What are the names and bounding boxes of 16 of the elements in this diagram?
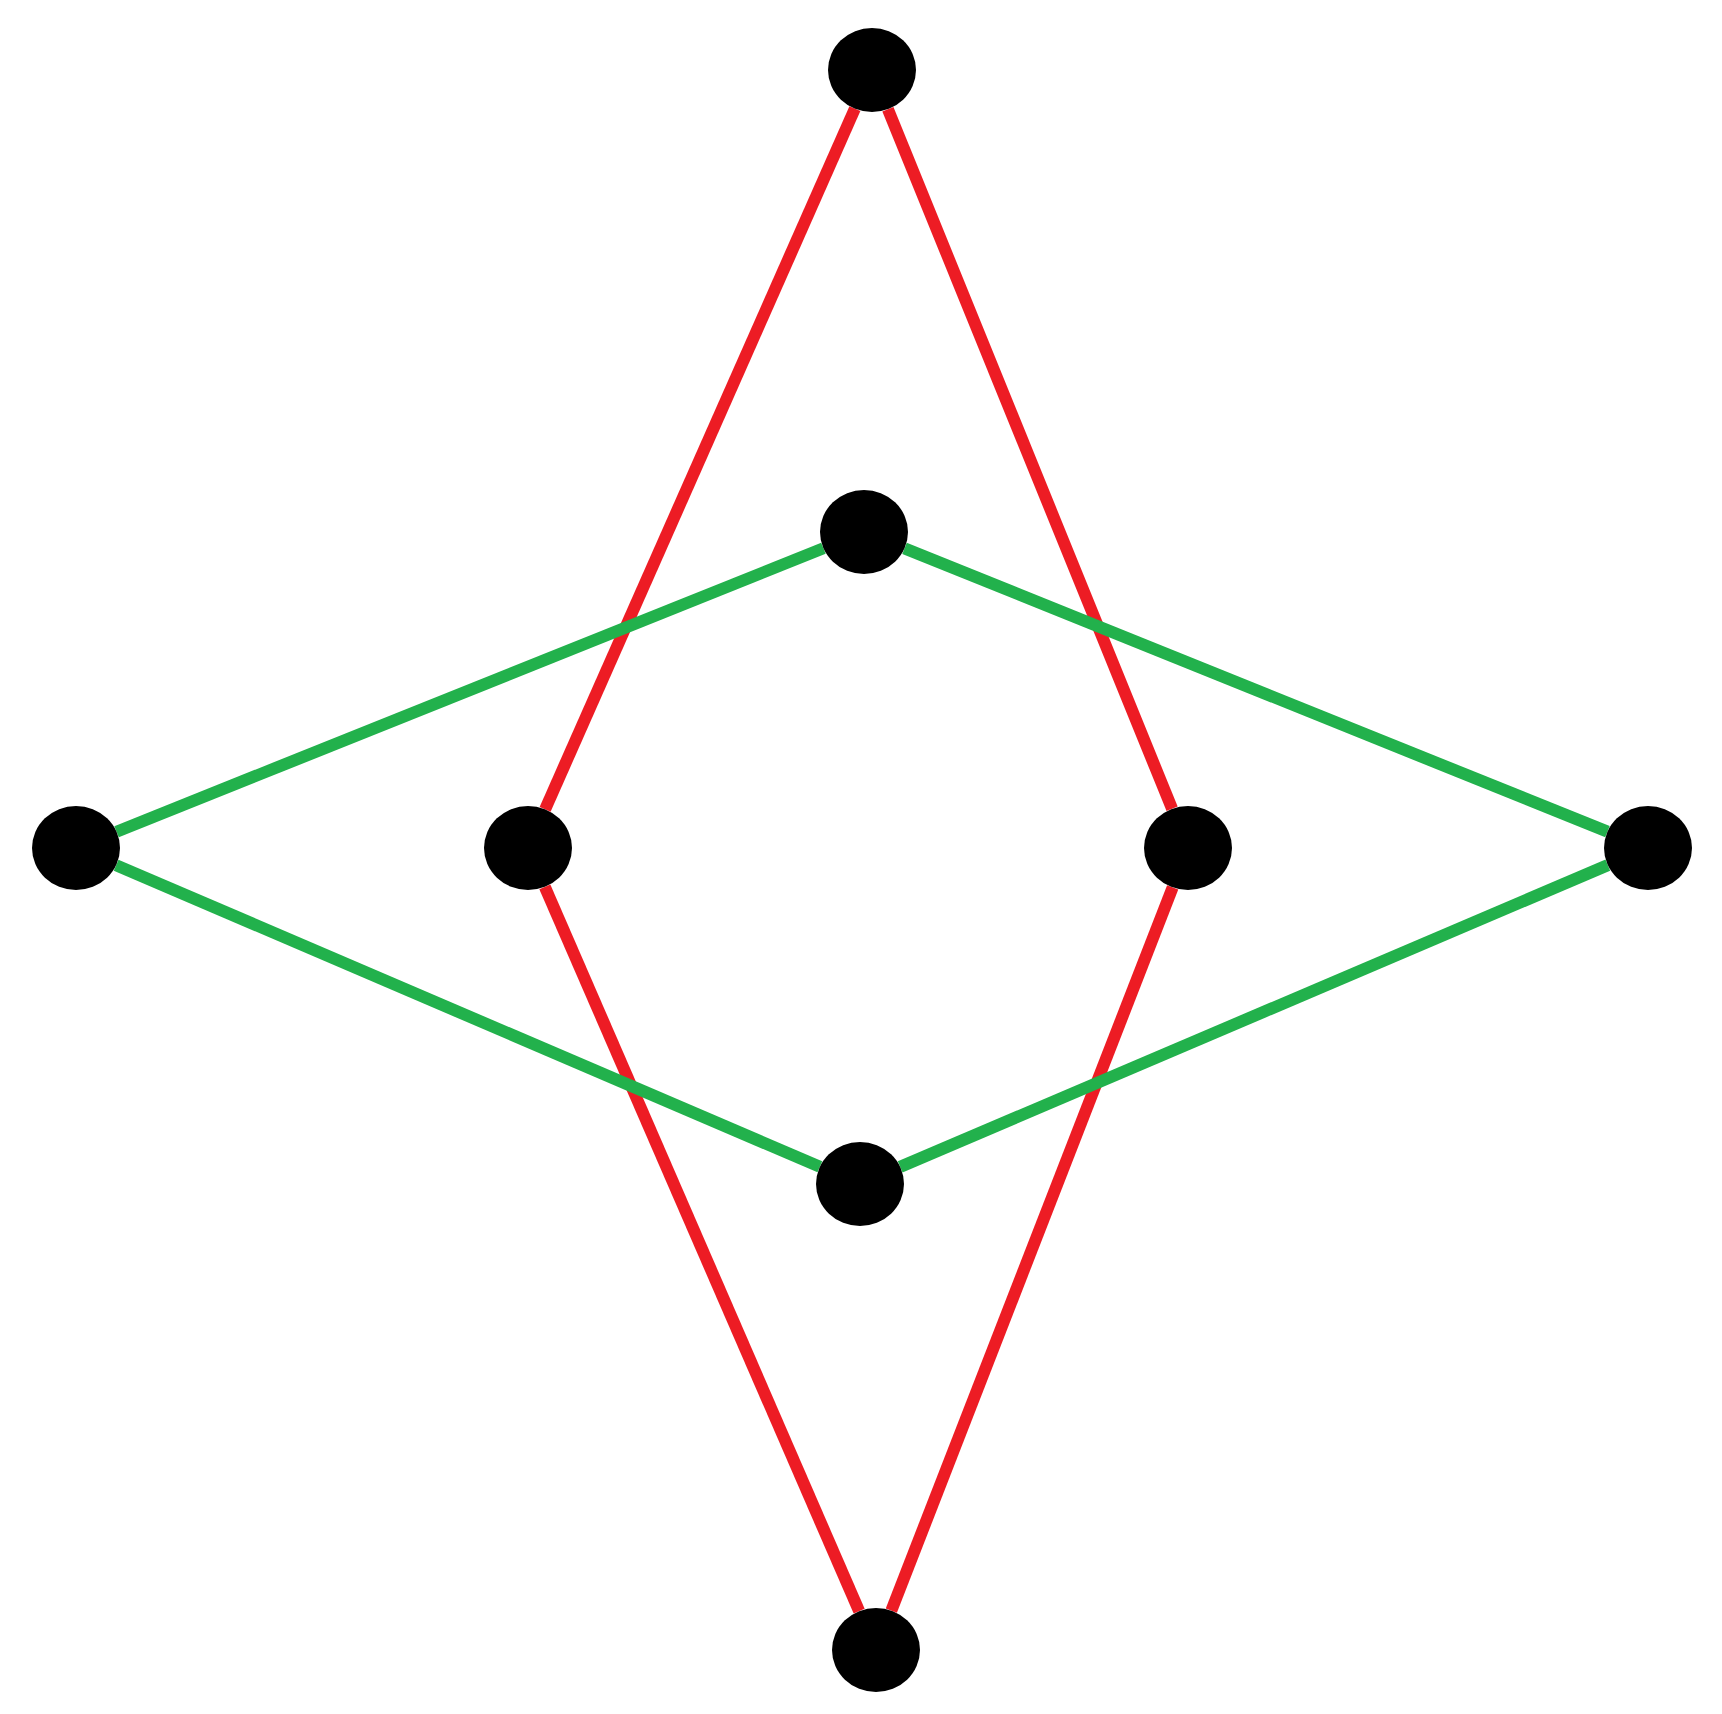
connector-line: [539, 106, 861, 812]
node-dot: [832, 1608, 920, 1692]
connector-line: [114, 542, 826, 838]
connector-line: [902, 542, 1610, 838]
node-dot: [32, 806, 120, 890]
connector-line: [539, 884, 865, 1614]
node-dot: [1144, 806, 1232, 890]
node-dot: [820, 490, 908, 574]
connector-line: [897, 859, 1611, 1173]
connector-line: [885, 885, 1179, 1613]
node-dot: [828, 28, 916, 112]
node-dot: [484, 806, 572, 890]
node-dot: [1604, 806, 1692, 890]
connector-line: [882, 106, 1178, 812]
connector-line: [113, 859, 823, 1173]
node-dot: [816, 1142, 904, 1226]
